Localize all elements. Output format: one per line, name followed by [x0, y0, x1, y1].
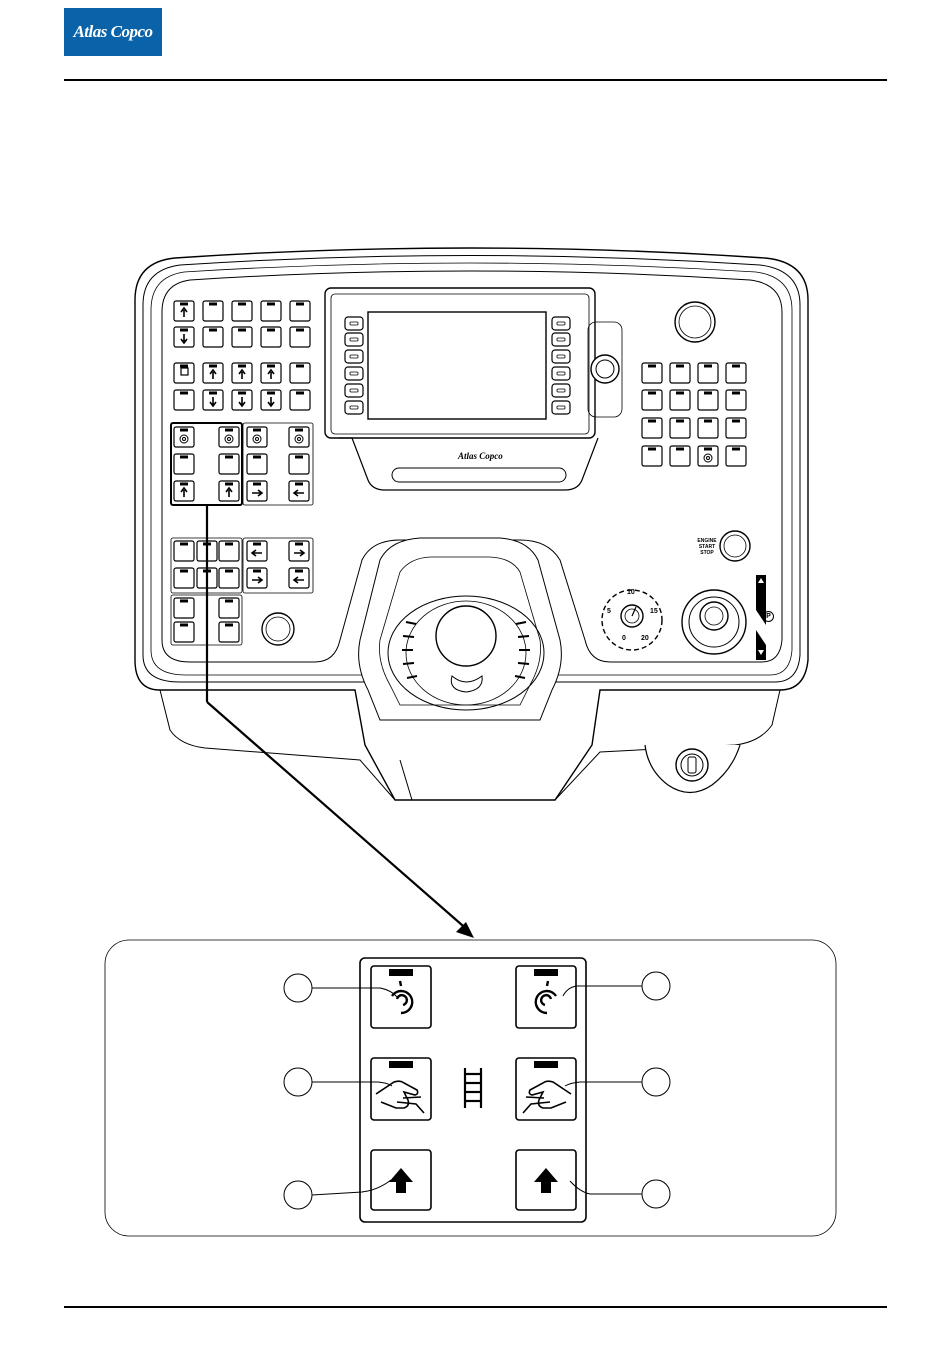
engine-label: ENGINE START STOP — [692, 538, 722, 556]
dial-value-20: 20 — [641, 635, 649, 642]
park-symbol: P — [763, 611, 774, 622]
screen-brand-label: Atlas Copco — [458, 451, 503, 461]
engine-label-line3: STOP — [692, 550, 722, 556]
dial-value-5: 5 — [607, 608, 611, 615]
dial-value-0: 0 — [622, 635, 626, 642]
dial-value-10: 10 — [627, 589, 635, 596]
dial-value-15: 15 — [650, 608, 658, 615]
